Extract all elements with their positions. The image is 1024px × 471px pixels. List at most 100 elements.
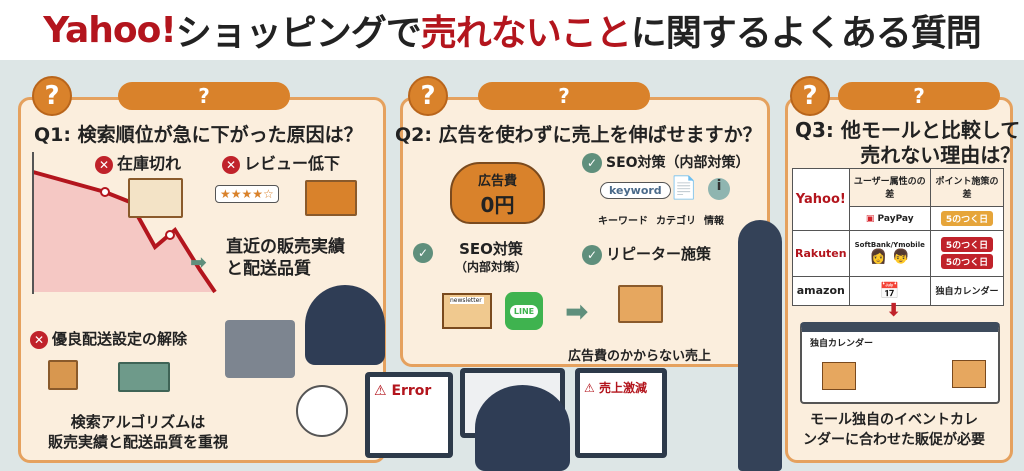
q3-header-tab: ? (838, 82, 1000, 110)
question-badge-icon: ? (408, 76, 448, 116)
wallet-label: 広告費 (477, 174, 517, 189)
wallet-icon: 広告費 0円 (450, 162, 545, 224)
table-row: amazon 📅 独自カレンダー (792, 275, 1005, 307)
summary-line: 販売実績と配送品質を重視 (48, 433, 229, 451)
question-line: Q3: 他モールと比較して (795, 118, 1021, 142)
desk-computer-illustration (225, 320, 295, 378)
cause-shipping: ✕優良配送設定の解除 (30, 328, 187, 349)
sales-drop-monitor: ⚠ 売上激減 (575, 368, 667, 458)
x-icon: ✕ (95, 155, 113, 174)
q1-result: 直近の販売実績 と配送品質 (226, 236, 345, 280)
points-badge: 5のつく日 (940, 211, 994, 227)
carrier-cell: SoftBank/Ymobile👩 👦 (848, 230, 931, 277)
error-monitor: ⚠ Error (365, 372, 453, 458)
calendar-icon: 📅 (848, 275, 931, 307)
businessman-illustration (305, 285, 385, 365)
arrow-right-icon: ➡ (565, 295, 589, 328)
result-line: 直近の販売実績 (226, 237, 345, 257)
own-calendar-cell: 独自カレンダー (929, 275, 1005, 307)
delivery-truck-icon (118, 362, 170, 392)
question-line: 売れない理由は？ (860, 143, 1021, 167)
item-label: SEO対策（内部対策） (606, 155, 750, 171)
sales-drop-label: ⚠ 売上激減 (584, 381, 647, 395)
check-icon: ✓ (582, 244, 602, 265)
page-title: Yahoo! ショッピングで 売れないこと に関するよくある質問 (0, 0, 1024, 60)
info-icon: i (708, 178, 730, 200)
summary-line: モール独自のイベントカレ (810, 412, 978, 428)
cause-label: 優良配送設定の解除 (52, 330, 188, 348)
chart-area (33, 172, 215, 292)
question-badge-icon: ? (790, 76, 830, 116)
mall-amazon: amazon (792, 275, 850, 307)
summary-line: 検索アルゴリズムは (70, 413, 206, 431)
paypay-cell: ▣ PayPay (848, 205, 931, 232)
title-text-end: に関するよくある質問 (630, 13, 982, 54)
paypay-icon: ▣ (865, 213, 875, 224)
x-icon: ✕ (222, 155, 240, 174)
points-cell: 5のつく日 (929, 205, 1005, 232)
table-row: Rakuten SoftBank/Ymobile👩 👦 5のつく日5のつく日 (792, 230, 1005, 277)
chart-marker (165, 230, 175, 240)
carrier-label: SoftBank/Ymobile (854, 241, 925, 250)
points-badge: 5のつく日 (940, 237, 994, 253)
sub-label: キーワード (598, 216, 648, 227)
shopping-cart-icon (618, 285, 663, 323)
arrow-right-icon: ➡ (190, 250, 207, 274)
sub-label: 情報 (704, 216, 724, 227)
woman-avatar-illustration (296, 385, 348, 437)
x-icon: ✕ (30, 330, 48, 349)
newsletter-label: newsletter (450, 297, 484, 304)
stressed-worker-illustration (475, 385, 570, 471)
question-badge-icon: ? (32, 76, 72, 116)
item-label: リピーター施策 (606, 245, 712, 263)
keyword-search-box: keyword (600, 182, 671, 199)
header-points: ポイント施策の差 (929, 168, 1005, 207)
users-icon: 👩 👦 (869, 249, 910, 266)
package-icon (48, 360, 78, 390)
q1-header-tab: ? (118, 82, 290, 110)
line-app-icon: LINE (505, 292, 543, 330)
points-badge: 5のつく日 (940, 254, 994, 270)
document-icon: 📄 (670, 176, 698, 201)
calendar-label: 独自カレンダー (810, 339, 874, 349)
paypay-label: PayPay (877, 213, 914, 224)
table-row: Yahoo! ユーザー属性のの差 ポイント施策の差 (792, 167, 1005, 232)
star-rating: ★★★★☆ (215, 185, 279, 203)
title-text: ショッピングで (175, 13, 422, 54)
line-label: LINE (509, 304, 539, 318)
seo-sub-labels: キーワード カテゴリ 情報 (598, 212, 724, 227)
points-cell: 5のつく日5のつく日 (929, 230, 1005, 277)
newsletter-envelope-icon: newsletter (442, 293, 492, 329)
cause-label: レビュー低下 (244, 154, 341, 173)
mall-comparison-table: Yahoo! ユーザー属性のの差 ポイント施策の差 ▣ PayPay 5のつく日… (792, 167, 1005, 307)
q3-summary: モール独自のイベントカレ ンダーに合わせた販促が必要 (803, 410, 985, 450)
left-label-line: SEO対策 (459, 240, 523, 258)
sub-label: カテゴリ (656, 216, 696, 227)
cause-stock-out: ✕在庫切れ (95, 150, 181, 174)
summary-line: ンダーに合わせた販促が必要 (803, 432, 985, 448)
check-icon: ✓ (582, 153, 602, 173)
shopping-cart-icon (822, 362, 856, 390)
q2-result: 広告費のかからない売上 (568, 349, 712, 364)
delivery-truck-icon (305, 180, 357, 216)
q2-left-label: SEO対策 （内部対策） (455, 240, 527, 276)
left-label-line: （内部対策） (455, 260, 528, 274)
q1-summary: 検索アルゴリズムは 販売実績と配送品質を重視 (48, 412, 228, 452)
arrow-down-icon: ⬇ (886, 300, 902, 321)
chart-marker (100, 187, 110, 197)
q2-header-tab: ? (478, 82, 650, 110)
cause-label: 在庫切れ (117, 154, 182, 173)
event-calendar-illustration: 独自カレンダー (800, 322, 1000, 404)
error-text: Error (391, 383, 432, 399)
q2-question: Q2: 広告を使わずに売上を伸ばせますか？ (395, 124, 762, 146)
mall-yahoo: Yahoo! (792, 167, 850, 232)
q1-question: Q1: 検索順位が急に下がった原因は？ (34, 124, 363, 146)
cause-review-drop: ✕レビュー低下 (222, 150, 340, 174)
wallet-amount: 0円 (480, 193, 515, 217)
table-row: ▣ PayPay 5のつく日 (793, 205, 1005, 232)
shopping-cart-icon (952, 360, 986, 388)
result-line: と配送品質 (226, 259, 311, 279)
title-highlight: 売れないこと (420, 13, 632, 54)
mall-rakuten: Rakuten (792, 230, 850, 277)
title-brand: Yahoo! (43, 9, 177, 51)
